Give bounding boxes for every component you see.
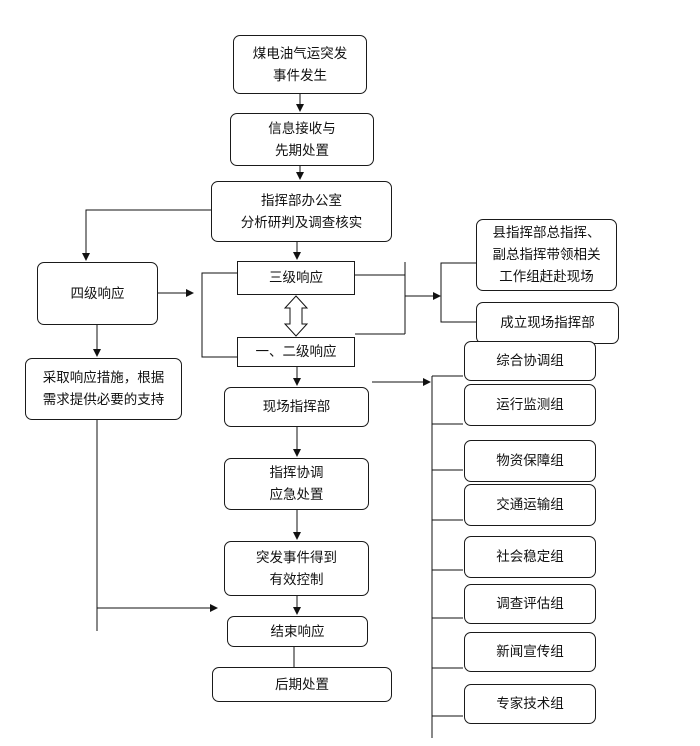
node-level12-response: 一、二级响应: [237, 337, 355, 367]
node-coordinate-handle: 指挥协调 应急处置: [224, 458, 369, 510]
node-info-receive: 信息接收与 先期处置: [230, 113, 374, 166]
group-box: 综合协调组: [464, 341, 596, 381]
node-level4-response: 四级响应: [37, 262, 158, 325]
group-box: 专家技术组: [464, 684, 596, 724]
county-bracket: [440, 262, 476, 323]
arrow-office-to-level4: [82, 209, 211, 261]
node-level3-response: 三级响应: [237, 261, 355, 295]
node-site-command: 现场指挥部: [224, 387, 369, 427]
group-box: 新闻宣传组: [464, 632, 596, 672]
group-box: 社会稳定组: [464, 536, 596, 578]
group-box: 物资保障组: [464, 440, 596, 482]
node-event-occurs: 煤电油气运突发 事件发生: [233, 35, 367, 94]
double-arrow-icon: [283, 295, 309, 337]
node-end-response: 结束响应: [227, 616, 368, 647]
node-event-controlled: 突发事件得到 有效控制: [224, 541, 369, 596]
group-box: 交通运输组: [464, 484, 596, 526]
node-form-site-command: 成立现场指挥部: [476, 302, 619, 344]
node-response-measures: 采取响应措施，根据 需求提供必要的支持: [25, 358, 182, 420]
node-command-office: 指挥部办公室 分析研判及调查核实: [211, 181, 392, 242]
node-county-leaders: 县指挥部总指挥、 副总指挥带领相关 工作组赶赴现场: [476, 219, 617, 291]
group-box: 调查评估组: [464, 584, 596, 624]
left-bracket: [201, 272, 237, 358]
group-box: 运行监测组: [464, 384, 596, 426]
node-aftermath: 后期处置: [212, 667, 392, 702]
